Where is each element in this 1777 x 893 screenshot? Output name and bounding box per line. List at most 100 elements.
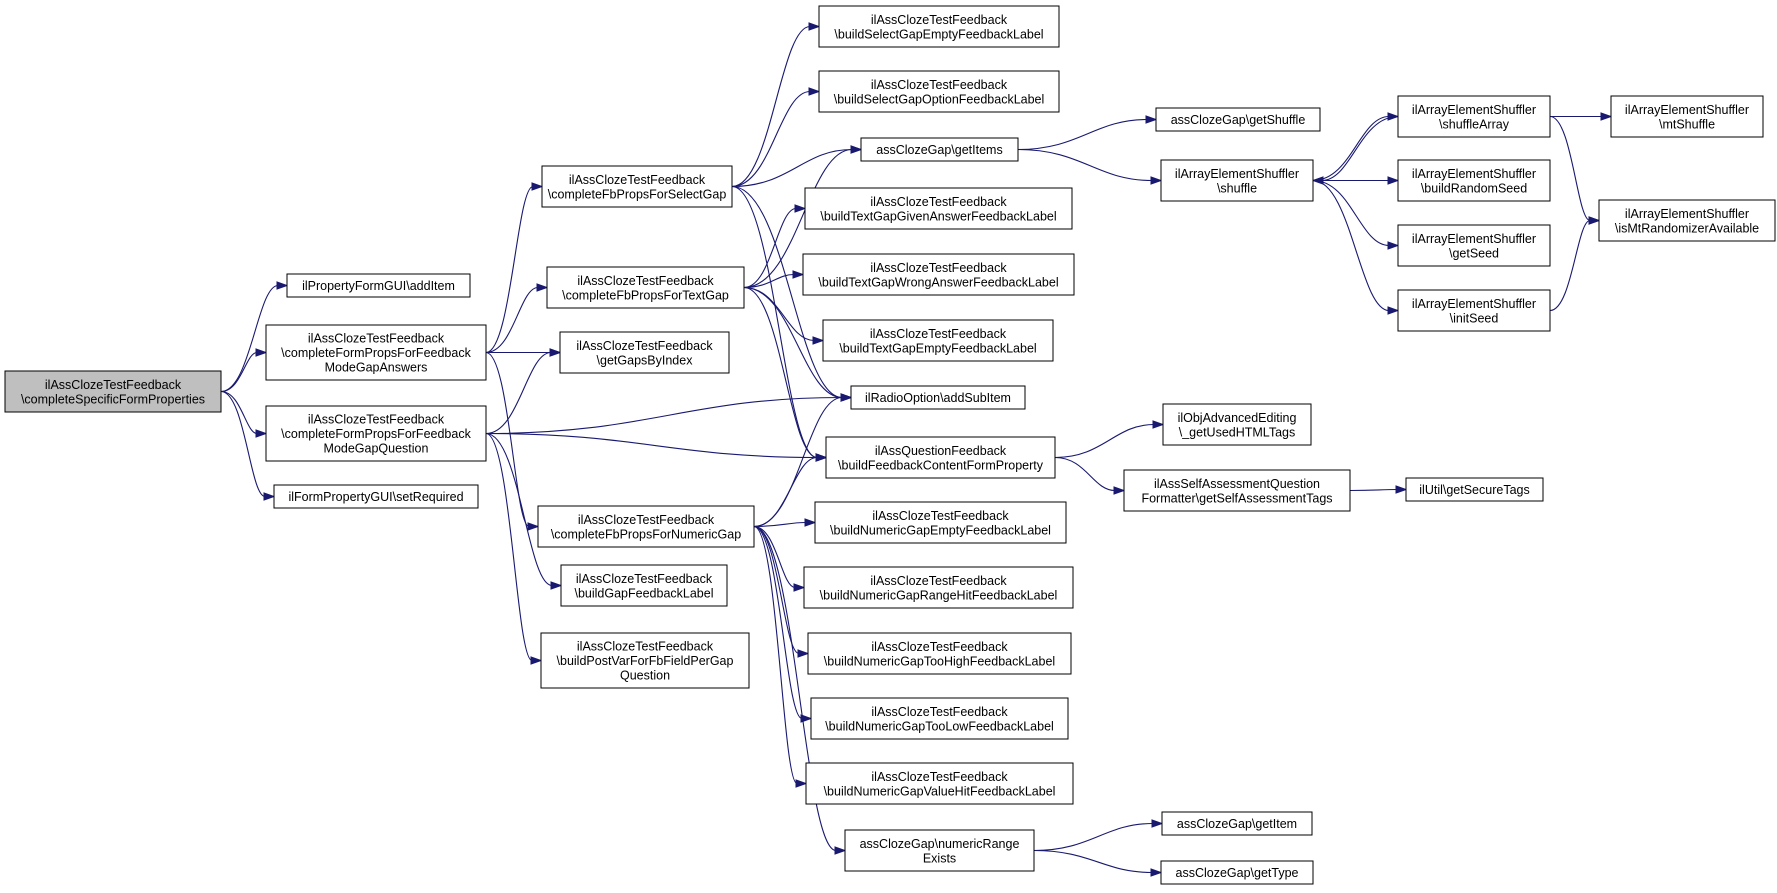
edge-shuffle-to-shuffleArray — [1312, 112, 1400, 182]
node-fpAnswers[interactable]: ilAssClozeTestFeedback\completeFormProps… — [265, 324, 487, 381]
node-box — [273, 484, 479, 509]
node-label-line: assClozeGap\getItems — [876, 143, 1002, 157]
node-label-line: \completeSpecificFormProperties — [21, 392, 205, 406]
node-numHigh[interactable]: ilAssClozeTestFeedback\buildNumericGapTo… — [807, 632, 1072, 675]
node-label-line: assClozeGap\getType — [1176, 866, 1299, 880]
edge-fbNumeric-to-rangeExists — [753, 525, 847, 855]
node-label-line: ilArrayElementShuffler — [1412, 103, 1536, 117]
edge-shuffleArray-to-mtAvail — [1549, 115, 1601, 225]
edge-fpQuestion-to-gapLabel — [485, 432, 563, 590]
edge-fbNumeric-to-buildFcfp — [753, 453, 828, 528]
node-txtGiven[interactable]: ilAssClozeTestFeedback\buildTextGapGiven… — [804, 187, 1073, 230]
node-addSubItem[interactable]: ilRadioOption\addSubItem — [850, 385, 1026, 410]
edge-line — [220, 390, 258, 435]
node-selOption[interactable]: ilAssClozeTestFeedback\buildSelectGapOpt… — [818, 70, 1060, 113]
edge-fpAnswers-to-fbNumeric — [485, 351, 540, 531]
edge-root-to-setRequired — [220, 390, 276, 501]
edge-line — [753, 525, 796, 589]
arrowhead-icon — [1311, 176, 1324, 185]
node-box — [540, 632, 750, 689]
node-shuffle[interactable]: ilArrayElementShuffler\shuffle — [1160, 159, 1314, 202]
arrowhead-icon — [850, 145, 863, 154]
edge-shuffleArray-to-mtShuffle — [1550, 112, 1613, 121]
edge-line — [731, 148, 853, 188]
node-root[interactable]: ilAssClozeTestFeedback\completeSpecificF… — [4, 370, 222, 413]
node-label-line: ilArrayElementShuffler — [1412, 167, 1536, 181]
node-setRequired[interactable]: ilFormPropertyGUI\setRequired — [273, 484, 479, 509]
node-getType[interactable]: assClozeGap\getType — [1160, 860, 1314, 885]
node-numEmpty[interactable]: ilAssClozeTestFeedback\buildNumericGapEm… — [814, 501, 1067, 544]
edge-fbText-to-txtGiven — [743, 204, 807, 289]
node-label-line: \completeFormPropsForFeedback — [281, 427, 471, 441]
edge-line — [1321, 115, 1399, 182]
node-gapLabel[interactable]: ilAssClozeTestFeedback\buildGapFeedbackL… — [560, 564, 728, 607]
node-box — [803, 566, 1074, 609]
node-box — [559, 331, 730, 374]
node-label-line: ilAssClozeTestFeedback — [870, 261, 1007, 275]
node-numLow[interactable]: ilAssClozeTestFeedback\buildNumericGapTo… — [810, 697, 1069, 740]
node-buildFcfp[interactable]: ilAssQuestionFeedback\buildFeedbackConte… — [825, 436, 1056, 479]
node-label-line: \buildTextGapWrongAnswerFeedbackLabel — [818, 275, 1058, 289]
node-box — [1610, 95, 1764, 138]
node-saTags[interactable]: ilAssSelfAssessmentQuestionFormatter\get… — [1123, 469, 1351, 512]
node-postVar[interactable]: ilAssClozeTestFeedback\buildPostVarForFb… — [540, 632, 750, 689]
edge-fbNumeric-to-numValue — [753, 525, 808, 788]
node-label-line: \initSeed — [1450, 311, 1499, 325]
edge-fbText-to-getItems — [743, 145, 863, 289]
node-box — [546, 266, 745, 309]
node-box — [1397, 95, 1551, 138]
node-label-line: ilAssClozeTestFeedback — [308, 332, 445, 346]
node-box — [4, 370, 222, 413]
node-getShuffle[interactable]: assClozeGap\getShuffle — [1155, 107, 1321, 132]
node-label-line: ilArrayElementShuffler — [1175, 167, 1299, 181]
node-label-line: ilAssClozeTestFeedback — [872, 509, 1009, 523]
node-label-line: \_getUsedHTMLTags — [1179, 425, 1296, 439]
edge-line — [485, 351, 530, 528]
node-label-line: \shuffle — [1217, 181, 1257, 195]
node-label-line: \buildNumericGapRangeHitFeedbackLabel — [820, 588, 1058, 602]
node-txtEmpty[interactable]: ilAssClozeTestFeedback\buildTextGapEmpty… — [822, 319, 1054, 362]
arrowhead-icon — [1145, 115, 1158, 124]
node-initSeed[interactable]: ilArrayElementShuffler\initSeed — [1397, 289, 1551, 332]
node-usedTags[interactable]: ilObjAdvancedEditing\_getUsedHTMLTags — [1162, 403, 1312, 446]
node-label-line: assClozeGap\numericRange — [860, 837, 1020, 851]
edge-fpQuestion-to-buildFcfp — [485, 432, 828, 462]
node-box — [1397, 224, 1551, 267]
edge-line — [731, 25, 811, 188]
node-txtWrong[interactable]: ilAssClozeTestFeedback\buildTextGapWrong… — [802, 253, 1075, 296]
arrowhead-icon — [1150, 868, 1163, 877]
node-selEmpty[interactable]: ilAssClozeTestFeedback\buildSelectGapEmp… — [818, 5, 1060, 48]
arrowhead-icon — [263, 492, 276, 501]
edge-line — [753, 456, 818, 528]
arrowhead-icon — [834, 846, 847, 855]
node-numRange[interactable]: ilAssClozeTestFeedback\buildNumericGapRa… — [803, 566, 1074, 609]
edge-line — [1549, 115, 1591, 222]
node-fpQuestion[interactable]: ilAssClozeTestFeedback\completeFormProps… — [265, 405, 487, 462]
node-secureTags[interactable]: ilUtil\getSecureTags — [1405, 477, 1544, 502]
edge-rangeExists-to-getType — [1033, 849, 1163, 877]
arrowhead-icon — [1387, 176, 1400, 185]
node-randomSeed[interactable]: ilArrayElementShuffler\buildRandomSeed — [1397, 159, 1551, 202]
edge-layer — [220, 22, 1613, 877]
node-fbSelect[interactable]: ilAssClozeTestFeedback\completeFbPropsFo… — [541, 165, 733, 208]
node-label-line: \shuffleArray — [1439, 117, 1510, 131]
node-getSeed[interactable]: ilArrayElementShuffler\getSeed — [1397, 224, 1551, 267]
node-label-line: ilRadioOption\addSubItem — [865, 391, 1011, 405]
node-mtAvail[interactable]: ilArrayElementShuffler\isMtRandomizerAva… — [1598, 199, 1776, 242]
arrowhead-icon — [255, 348, 268, 357]
arrowhead-icon — [1150, 176, 1163, 185]
edge-initSeed-to-mtAvail — [1549, 216, 1601, 312]
node-gapsByIndex[interactable]: ilAssClozeTestFeedback\getGapsByIndex — [559, 331, 730, 374]
node-mtShuffle[interactable]: ilArrayElementShuffler\mtShuffle — [1610, 95, 1764, 138]
node-addItem[interactable]: ilPropertyFormGUI\addItem — [286, 273, 471, 298]
node-numValue[interactable]: ilAssClozeTestFeedback\buildNumericGapVa… — [805, 762, 1074, 805]
node-label-line: ilUtil\getSecureTags — [1419, 483, 1529, 497]
node-fbText[interactable]: ilAssClozeTestFeedback\completeFbPropsFo… — [546, 266, 745, 309]
node-label-line: ilArrayElementShuffler — [1625, 207, 1749, 221]
node-shuffleArray[interactable]: ilArrayElementShuffler\shuffleArray — [1397, 95, 1551, 138]
node-getItems[interactable]: assClozeGap\getItems — [860, 137, 1019, 162]
node-fbNumeric[interactable]: ilAssClozeTestFeedback\completeFbPropsFo… — [537, 505, 755, 548]
node-getItem[interactable]: assClozeGap\getItem — [1161, 811, 1313, 836]
